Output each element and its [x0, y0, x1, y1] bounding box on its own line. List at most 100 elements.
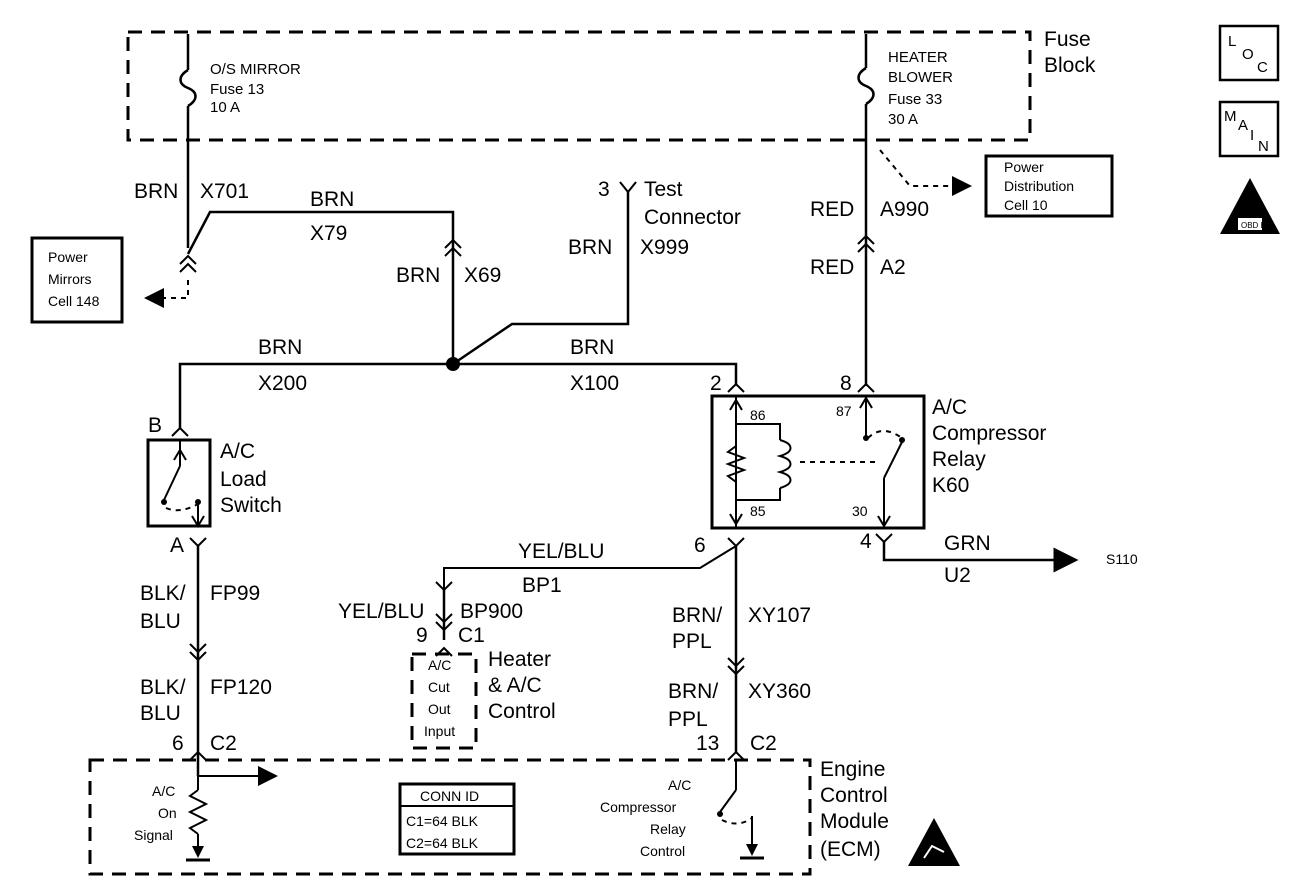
- relay-terminal-87: 87: [836, 403, 852, 419]
- relay-terminal-86: 86: [750, 407, 766, 423]
- relay-pin-8: 8: [840, 372, 852, 395]
- svg-text:30 A: 30 A: [888, 111, 918, 128]
- wire-label-xy360: BRN/: [668, 680, 718, 703]
- svg-text:X79: X79: [310, 222, 347, 245]
- wire-label-bp900: YEL/BLU: [338, 600, 424, 623]
- svg-text:U2: U2: [944, 564, 971, 587]
- relay-pin-6: 6: [694, 534, 706, 557]
- svg-text:Block: Block: [1044, 54, 1096, 77]
- svg-text:Module: Module: [820, 810, 889, 833]
- wire-label-a2: RED: [810, 256, 854, 279]
- svg-text:M: M: [1224, 108, 1237, 125]
- splice-junction: [446, 357, 460, 371]
- ac-on-signal-label: A/C: [152, 783, 175, 799]
- svg-text:CONN ID: CONN ID: [420, 788, 479, 804]
- svg-text:X200: X200: [258, 372, 307, 395]
- svg-text:C2: C2: [210, 732, 237, 755]
- wire-label-x79: BRN: [310, 188, 354, 211]
- ac-compressor-relay-box: [710, 394, 926, 530]
- svg-text:A2: A2: [880, 256, 906, 279]
- fuse-13-symbol: [179, 68, 197, 108]
- svg-text:Control: Control: [488, 700, 556, 723]
- svg-text:Fuse 33: Fuse 33: [888, 91, 942, 108]
- svg-text:Cell 10: Cell 10: [1004, 197, 1048, 213]
- svg-text:I: I: [1250, 127, 1254, 144]
- ecm-pin-13: 13: [696, 732, 719, 755]
- wire-label-x69: BRN: [396, 264, 440, 287]
- svg-text:Input: Input: [424, 723, 455, 739]
- hvac-control-outline: [410, 652, 478, 750]
- compressor-relay-control-label: A/C: [668, 777, 691, 793]
- fuse-block-label: Fuse: [1044, 28, 1091, 51]
- test-connector-label: Test: [644, 178, 683, 201]
- test-connector-pin: 3: [598, 178, 610, 201]
- power-mirrors-cell-box[interactable]: [30, 236, 124, 324]
- svg-text:Connector: Connector: [644, 206, 741, 229]
- svg-text:(ECM): (ECM): [820, 838, 881, 861]
- svg-text:Switch: Switch: [220, 494, 282, 517]
- svg-text:XY107: XY107: [748, 604, 811, 627]
- svg-text:C1=64 BLK: C1=64 BLK: [406, 813, 479, 829]
- svg-text:OBD II: OBD II: [1241, 221, 1265, 230]
- svg-text:Power: Power: [48, 249, 88, 265]
- wire-label-xy107: BRN/: [672, 604, 722, 627]
- svg-text:& A/C: & A/C: [488, 674, 542, 697]
- wire-label-x701: BRN: [134, 180, 178, 203]
- ac-on-signal-resistor: [187, 789, 209, 835]
- power-distribution-cell-box[interactable]: [984, 154, 1114, 218]
- svg-text:L: L: [1228, 33, 1236, 50]
- svg-text:Compressor: Compressor: [932, 422, 1046, 445]
- svg-text:Load: Load: [220, 468, 267, 491]
- wire-label-x100: BRN: [570, 336, 614, 359]
- svg-text:FP99: FP99: [210, 582, 260, 605]
- svg-text:Out: Out: [428, 701, 451, 717]
- fuse-33-label: HEATER: [888, 49, 948, 66]
- svg-text:X69: X69: [464, 264, 501, 287]
- svg-text:Control: Control: [640, 843, 685, 859]
- hvac-pin-9: 9: [416, 624, 428, 647]
- wire-label-x999: BRN: [568, 236, 612, 259]
- svg-text:X100: X100: [570, 372, 619, 395]
- wire-label-fp99: BLK/: [140, 582, 186, 605]
- relay-label: A/C: [932, 396, 967, 419]
- svg-text:BLU: BLU: [140, 702, 181, 725]
- s110-reference[interactable]: S110: [1106, 551, 1138, 567]
- relay-coil: [776, 439, 792, 489]
- relay-terminal-85: 85: [750, 503, 766, 519]
- ecm-label: Engine: [820, 758, 885, 781]
- wire-label-u2: GRN: [944, 532, 991, 555]
- relay-terminal-30: 30: [852, 503, 868, 519]
- svg-text:A: A: [1238, 117, 1248, 134]
- obd-ii-icon[interactable]: OBD II: [1220, 178, 1280, 234]
- svg-text:C2=64 BLK: C2=64 BLK: [406, 835, 479, 851]
- load-switch-pin-b: B: [148, 414, 162, 437]
- ecm-pin-6: 6: [172, 732, 184, 755]
- svg-text:C: C: [1257, 59, 1268, 76]
- relay-pin-4: 4: [860, 530, 872, 553]
- svg-text:10 A: 10 A: [210, 99, 240, 116]
- svg-text:Mirrors: Mirrors: [48, 271, 92, 287]
- loc-icon[interactable]: L O C: [1218, 24, 1280, 82]
- svg-text:On: On: [158, 805, 177, 821]
- load-switch-pin-a: A: [170, 534, 184, 557]
- svg-text:K60: K60: [932, 474, 969, 497]
- fuse-33-symbol: [857, 66, 875, 106]
- main-icon[interactable]: M A I N: [1218, 100, 1280, 158]
- svg-text:BLU: BLU: [140, 610, 181, 633]
- svg-text:Control: Control: [820, 784, 888, 807]
- load-switch-label: A/C: [220, 440, 255, 463]
- ac-cut-out-input-label: A/C: [428, 657, 451, 673]
- relay-pin-2: 2: [710, 372, 722, 395]
- svg-text:A990: A990: [880, 198, 929, 221]
- svg-text:X999: X999: [640, 236, 689, 259]
- svg-text:X701: X701: [200, 180, 249, 203]
- wire-label-fp120: BLK/: [140, 676, 186, 699]
- fuse-block-outline: [126, 30, 1032, 142]
- wire-label-a990: RED: [810, 198, 854, 221]
- relay-resistor: [725, 445, 747, 483]
- svg-text:C2: C2: [750, 732, 777, 755]
- svg-text:Cell 148: Cell 148: [48, 293, 100, 309]
- ecm-outline: [88, 758, 812, 876]
- svg-text:XY360: XY360: [748, 680, 811, 703]
